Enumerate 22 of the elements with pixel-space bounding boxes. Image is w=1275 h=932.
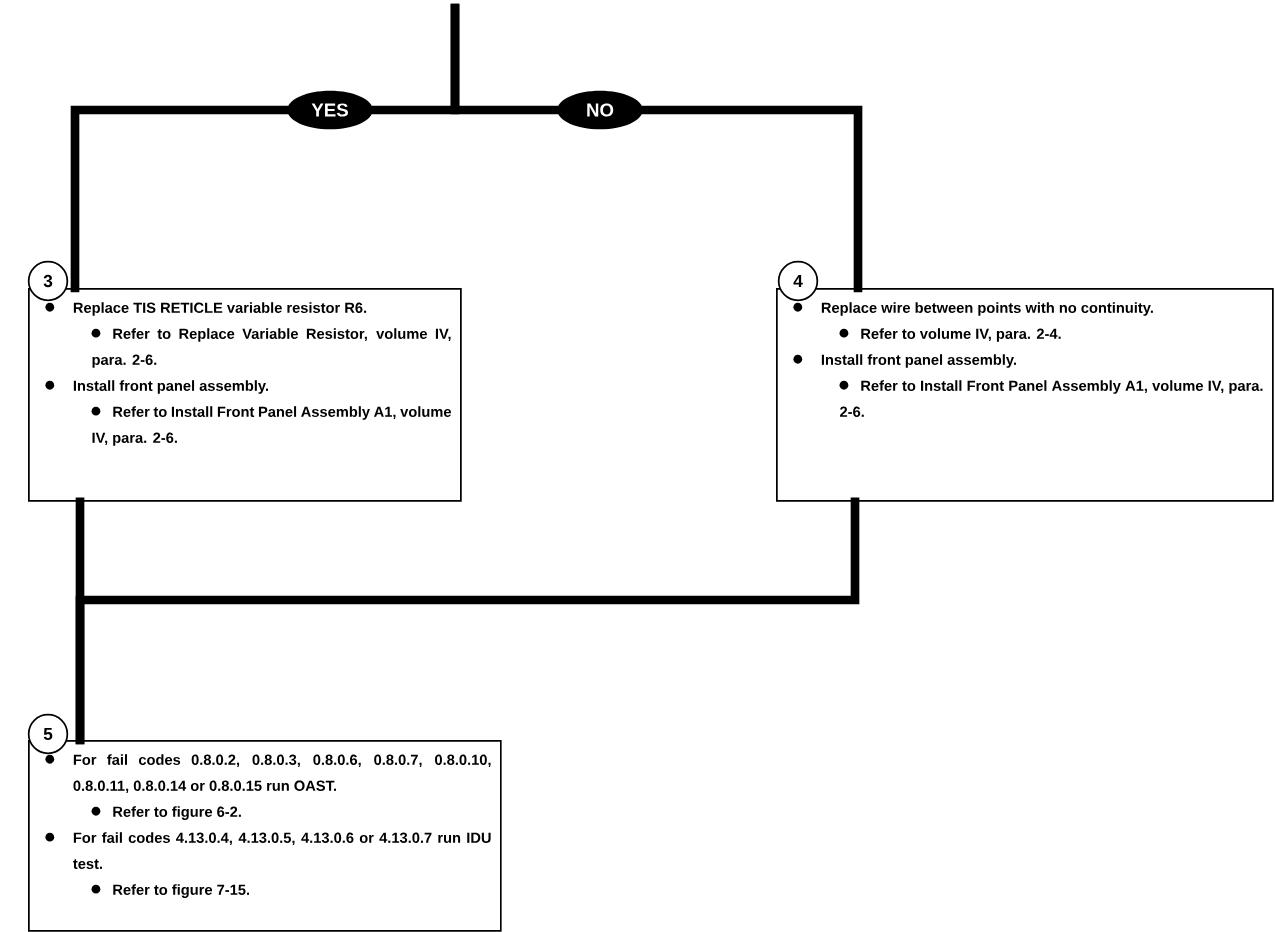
node-label: Refer to volume IV, para. 2-4. xyxy=(861,328,1061,342)
node-label: Replace wire between points with no continuity. xyxy=(821,302,1153,316)
node-label: Refer to Replace Variable Resistor, volume IV, para. 2-6. xyxy=(92,328,451,368)
step-number: 3 xyxy=(27,260,69,302)
node-label: Refer to Install Front Panel Assembly A1, volume IV, para. 2-6. xyxy=(92,406,452,446)
step-number: 5 xyxy=(27,713,69,755)
node-label: Replace TIS RETICLE variable resistor R6. xyxy=(73,302,367,316)
node-label: Install front panel assembly. xyxy=(821,354,1017,368)
connector-line xyxy=(450,3,863,293)
step-box: For fail codes 0.8.0.2, 0.8.0.3, 0.8.0.6, 0.8.0.7, 0.8.0.10, 0.8.0.11, 0.8.0.14 or 0.8.0.15 run OAST. Refer to figure 6-2. For fail codes 4.13.0.4, 4.13.0.5, 4.13.0.6 or 4.13.0.7 run IDU test. Refer to figure 7-15. xyxy=(28,740,502,932)
node-label: Refer to figure 7-15. xyxy=(113,884,250,898)
edge-label: YES xyxy=(287,90,373,130)
node-label: For fail codes 0.8.0.2, 0.8.0.3, 0.8.0.6, 0.8.0.7, 0.8.0.10, 0.8.0.11, 0.8.0.14 or 0.8.0.15 run OAST. xyxy=(73,754,491,794)
step-box: Replace TIS RETICLE variable resistor R6. Refer to Replace Variable Resistor, volume IV, para. 2-6. Install front panel assembly. Refer to Install Front Panel Assembly A1, volume IV, para. 2-6. xyxy=(28,288,462,502)
node-label: Install front panel assembly. xyxy=(73,380,269,394)
step-number: 4 xyxy=(777,260,819,302)
node-label: Refer to Install Front Panel Assembly A1, volume IV, para. 2-6. xyxy=(840,380,1263,417)
node-label: For fail codes 4.13.0.4, 4.13.0.5, 4.13.0.6 or 4.13.0.7 run IDU test. xyxy=(73,832,491,869)
edge-label: NO xyxy=(557,90,643,130)
step-box: Replace wire between points with no continuity. Refer to volume IV, para. 2-4. Install front panel assembly. Refer to Install Front Panel Assembly A1, volume IV, para. 2-6. xyxy=(776,288,1274,502)
node-label: Refer to figure 6-2. xyxy=(113,806,241,820)
connector-line xyxy=(75,497,860,745)
